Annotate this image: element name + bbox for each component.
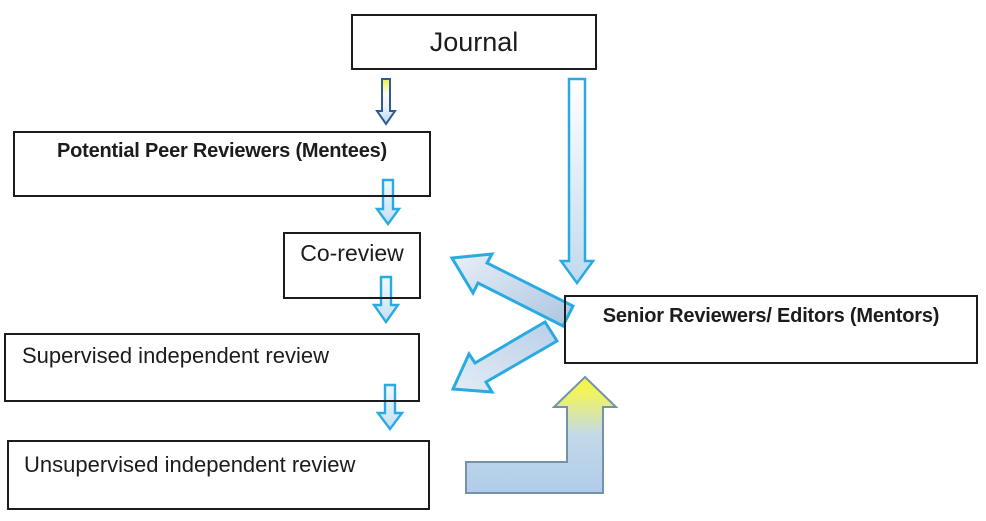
supervised-label: Supervised independent review [22,343,329,368]
journal-box: Journal [351,14,597,70]
journal-label: Journal [429,26,519,57]
coreview-label: Co-review [300,240,404,266]
coreview-box: Co-review [283,232,421,299]
feedback-up-arrow [465,375,619,494]
unsupervised-label: Unsupervised independent review [24,452,356,477]
mentees-box: Potential Peer Reviewers (Mentees) [13,131,431,197]
mentors-label: Senior Reviewers/ Editors (Mentors) [602,305,940,327]
unsupervised-box: Unsupervised independent review [7,440,430,510]
coreview-to-supervised-arrow [371,275,401,325]
mentors-to-supervised-arrow [450,319,560,394]
supervised-to-unsupervised-arrow [375,383,405,431]
supervised-box: Supervised independent review [4,333,420,402]
mentees-label: Potential Peer Reviewers (Mentees) [57,140,387,162]
journal-to-mentors-arrow [558,77,596,286]
mentees-to-coreview-arrow [374,178,402,227]
mentors-to-coreview-arrow [449,252,576,329]
mentors-box: Senior Reviewers/ Editors (Mentors) [564,295,978,364]
journal-to-mentees-arrow [375,78,397,126]
